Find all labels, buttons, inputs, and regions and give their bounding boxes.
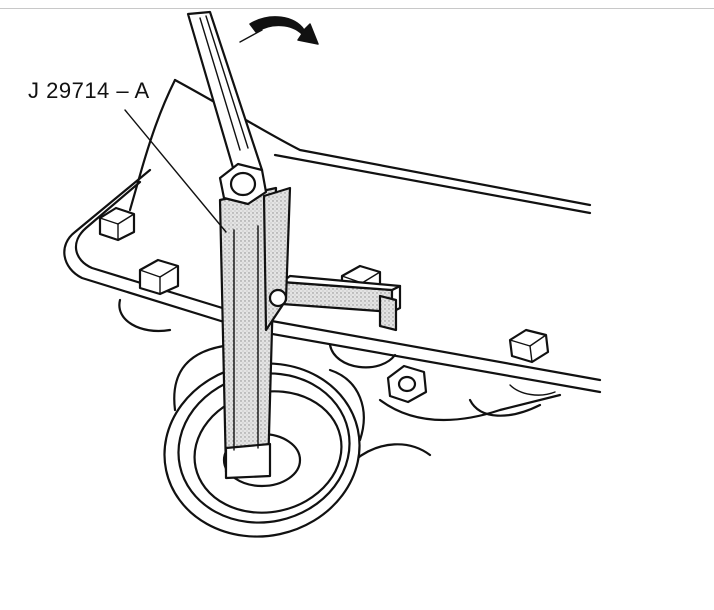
rotation-arrow-icon xyxy=(239,16,319,45)
hex-bolt-icon xyxy=(386,364,428,404)
hex-bolt-icon xyxy=(98,206,136,242)
tool-label: J 29714 – A xyxy=(28,78,150,103)
label-leader-line xyxy=(124,109,227,233)
hex-bolt-icon xyxy=(218,162,268,206)
top-divider xyxy=(0,8,714,9)
hex-bolt-icon xyxy=(508,328,550,364)
hex-bolt-icon xyxy=(138,258,180,296)
holding-bracket xyxy=(280,274,402,332)
oil-pan-body xyxy=(63,78,602,462)
tool-arm xyxy=(218,186,292,480)
tool-handle xyxy=(186,10,264,180)
